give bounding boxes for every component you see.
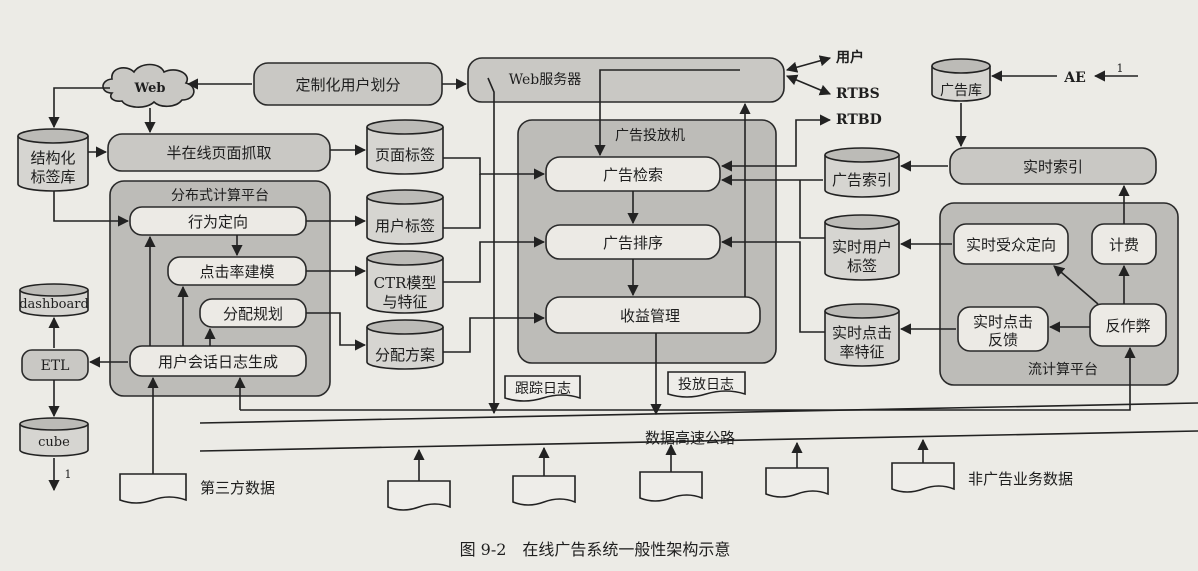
realtime-index-label: 实时索引 bbox=[1023, 158, 1083, 176]
data-highway-label: 数据高速公路 bbox=[645, 429, 735, 447]
realtime-click-feature-label-1: 实时点击 bbox=[832, 324, 892, 342]
structured-tag-cylinder bbox=[17, 128, 89, 192]
allocation-planning-label: 分配规划 bbox=[223, 305, 283, 323]
rtbd-label: RTBD bbox=[836, 112, 882, 128]
page-tag-label: 页面标签 bbox=[375, 146, 435, 164]
realtime-click-feedback-box bbox=[957, 306, 1049, 352]
realtime-click-feedback-label-2: 反馈 bbox=[988, 331, 1018, 349]
realtime-click-feature-label-2: 率特征 bbox=[839, 343, 884, 361]
realtime-user-tag-cylinder bbox=[824, 214, 900, 281]
web-server-label: Web服务器 bbox=[509, 72, 582, 88]
realtime-click-feature-cylinder bbox=[824, 303, 900, 367]
web-label: Web bbox=[134, 81, 166, 96]
ctr-model-feature-cylinder bbox=[366, 250, 444, 314]
page-tag-cylinder bbox=[366, 119, 444, 175]
business-data-document-2 bbox=[512, 475, 576, 506]
business-data-document-1 bbox=[387, 480, 451, 511]
web-cloud-icon bbox=[102, 63, 195, 108]
figure-caption: 图 9-2 在线广告系统一般性架构示意 bbox=[460, 540, 731, 559]
ad-ranking-label: 广告排序 bbox=[603, 234, 663, 252]
trace-log-document bbox=[504, 375, 581, 402]
allocation-scheme-label: 分配方案 bbox=[375, 346, 435, 364]
realtime-audience-label: 实时受众定向 bbox=[966, 236, 1056, 254]
distributed-computing-title: 分布式计算平台 bbox=[171, 188, 269, 204]
ae-label: AE bbox=[1063, 70, 1086, 86]
realtime-click-feedback-label-1: 实时点击 bbox=[973, 313, 1033, 331]
realtime-index-box bbox=[949, 147, 1157, 185]
ad-retrieval-label: 广告检索 bbox=[603, 166, 663, 184]
semi-online-crawl-label: 半在线页面抓取 bbox=[166, 144, 271, 162]
revenue-management-label: 收益管理 bbox=[620, 307, 680, 325]
dashboard-cylinder bbox=[19, 283, 89, 317]
etl-box bbox=[21, 349, 89, 381]
ctr-model-feature-label-2: 与特征 bbox=[382, 293, 427, 311]
allocation-scheme-cylinder bbox=[366, 319, 444, 370]
structured-tag-label-1: 结构化 bbox=[30, 149, 75, 167]
billing-label: 计费 bbox=[1109, 236, 1139, 254]
anti-fraud-label: 反作弊 bbox=[1105, 317, 1150, 335]
user-tag-cylinder bbox=[366, 189, 444, 245]
third-party-data-label: 第三方数据 bbox=[200, 479, 275, 497]
realtime-user-tag-label-2: 标签 bbox=[847, 257, 877, 275]
data-highway-lower-line bbox=[199, 430, 1198, 452]
non-ad-business-data-label: 非广告业务数据 bbox=[968, 470, 1073, 488]
ctr-modeling-label: 点击率建模 bbox=[199, 263, 274, 281]
custom-segment-label: 定制化用户划分 bbox=[295, 76, 400, 94]
cube-label: cube bbox=[38, 435, 70, 450]
ad-index-label: 广告索引 bbox=[832, 171, 892, 189]
serve-log-label: 投放日志 bbox=[678, 377, 734, 393]
structured-tag-label-2: 标签库 bbox=[30, 168, 75, 186]
behavior-targeting-label: 行为定向 bbox=[188, 213, 248, 231]
web-server-box bbox=[467, 57, 785, 103]
serve-log-document bbox=[667, 371, 746, 398]
realtime-user-tag-label-1: 实时用户 bbox=[832, 238, 892, 256]
ad-database-cylinder bbox=[931, 58, 991, 102]
user-out-label: 用户 bbox=[836, 49, 864, 66]
ad-database-label: 广告库 bbox=[940, 83, 982, 99]
business-data-document-4 bbox=[765, 467, 829, 498]
realtime-audience-box bbox=[953, 223, 1069, 265]
stream-computing-title: 流计算平台 bbox=[1028, 362, 1098, 378]
anti-fraud-box bbox=[1089, 303, 1167, 347]
rtbs-label: RTBS bbox=[836, 86, 880, 102]
session-log-label: 用户会话日志生成 bbox=[158, 353, 278, 371]
ad-index-cylinder bbox=[824, 147, 900, 198]
ctr-model-feature-label-1: CTR模型 bbox=[374, 274, 437, 292]
cube-number: 1 bbox=[65, 468, 72, 481]
cube-cylinder bbox=[19, 417, 89, 457]
dashboard-label: dashboard bbox=[19, 297, 89, 312]
trace-log-label: 跟踪日志 bbox=[515, 381, 571, 397]
user-tag-label: 用户标签 bbox=[375, 217, 435, 235]
etl-label: ETL bbox=[41, 358, 70, 374]
business-data-document-5 bbox=[891, 462, 955, 493]
session-log-box bbox=[129, 345, 307, 377]
semi-online-crawl-box bbox=[107, 133, 331, 172]
ae-number: 1 bbox=[1117, 62, 1124, 75]
third-party-data-document bbox=[119, 473, 187, 504]
revenue-management-box bbox=[545, 296, 761, 334]
ad-engine-title: 广告投放机 bbox=[615, 128, 685, 144]
data-highway-upper-line bbox=[199, 402, 1198, 424]
connector-lines bbox=[48, 55, 1138, 492]
business-data-document-3 bbox=[639, 471, 703, 502]
